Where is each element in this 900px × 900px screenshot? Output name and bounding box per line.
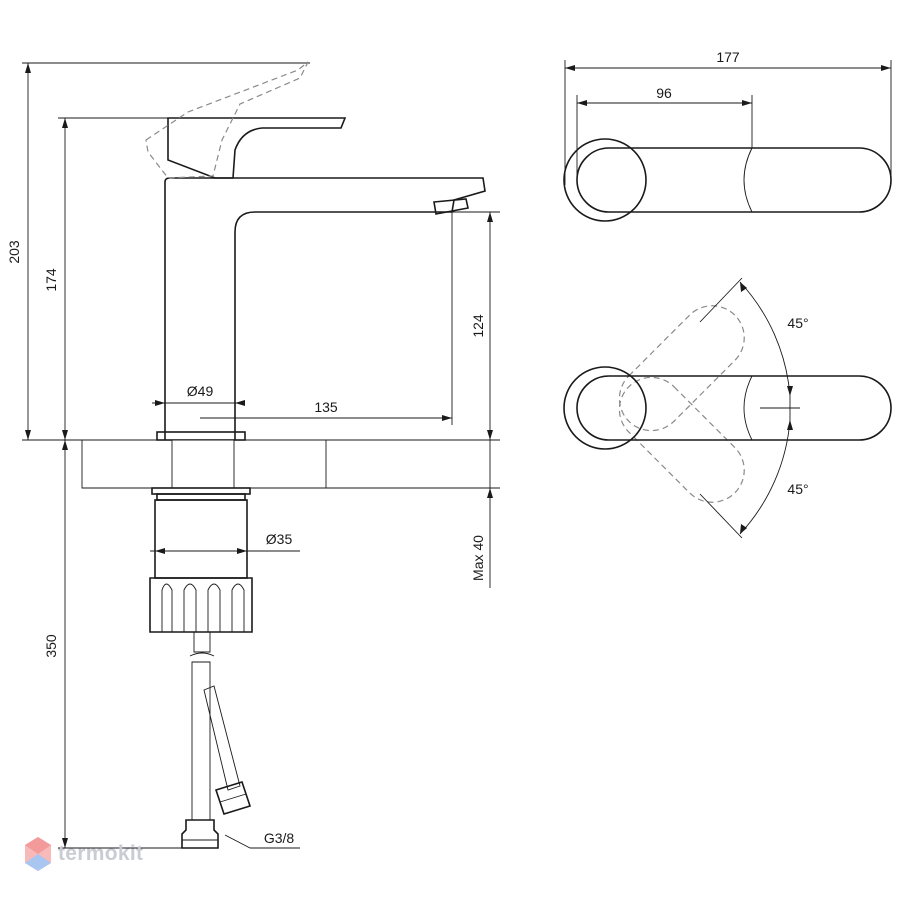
logo-text: termokit — [58, 842, 144, 865]
dim-top-lever: 96 — [656, 85, 672, 101]
logo-hexagon-icon — [25, 837, 51, 871]
countertop-section — [81, 439, 327, 489]
dim-shank-diameter: Ø35 — [266, 531, 293, 547]
dim-hose-length: 350 — [43, 634, 59, 658]
side-view: 203 174 124 Max 40 350 Ø49 135 Ø35 G3/8 — [6, 61, 500, 849]
horizontal-dimension-lines — [150, 212, 453, 849]
vertical-dimension-lines — [25, 63, 493, 848]
dim-spout-height: 124 — [470, 314, 486, 338]
dim-max-thickness: Max 40 — [470, 535, 486, 581]
shank-and-nut — [149, 487, 253, 633]
dim-top-length: 177 — [716, 49, 740, 65]
top-view: 177 96 — [563, 49, 892, 222]
dim-spout-reach: 135 — [314, 399, 338, 415]
dim-thread: G3/8 — [264, 830, 295, 846]
flexible-hoses — [181, 631, 252, 849]
dim-angle-down: 45° — [787, 481, 808, 497]
dim-body-diameter: Ø49 — [187, 383, 214, 399]
rotation-view: 45° 45° — [563, 277, 892, 539]
dim-total-height: 203 — [6, 240, 22, 264]
lever-dashed-position — [145, 61, 309, 179]
dim-lever-height: 174 — [43, 268, 59, 292]
dim-angle-up: 45° — [787, 315, 808, 331]
extension-lines — [22, 62, 500, 849]
termokit-logo: termokit — [24, 836, 143, 872]
